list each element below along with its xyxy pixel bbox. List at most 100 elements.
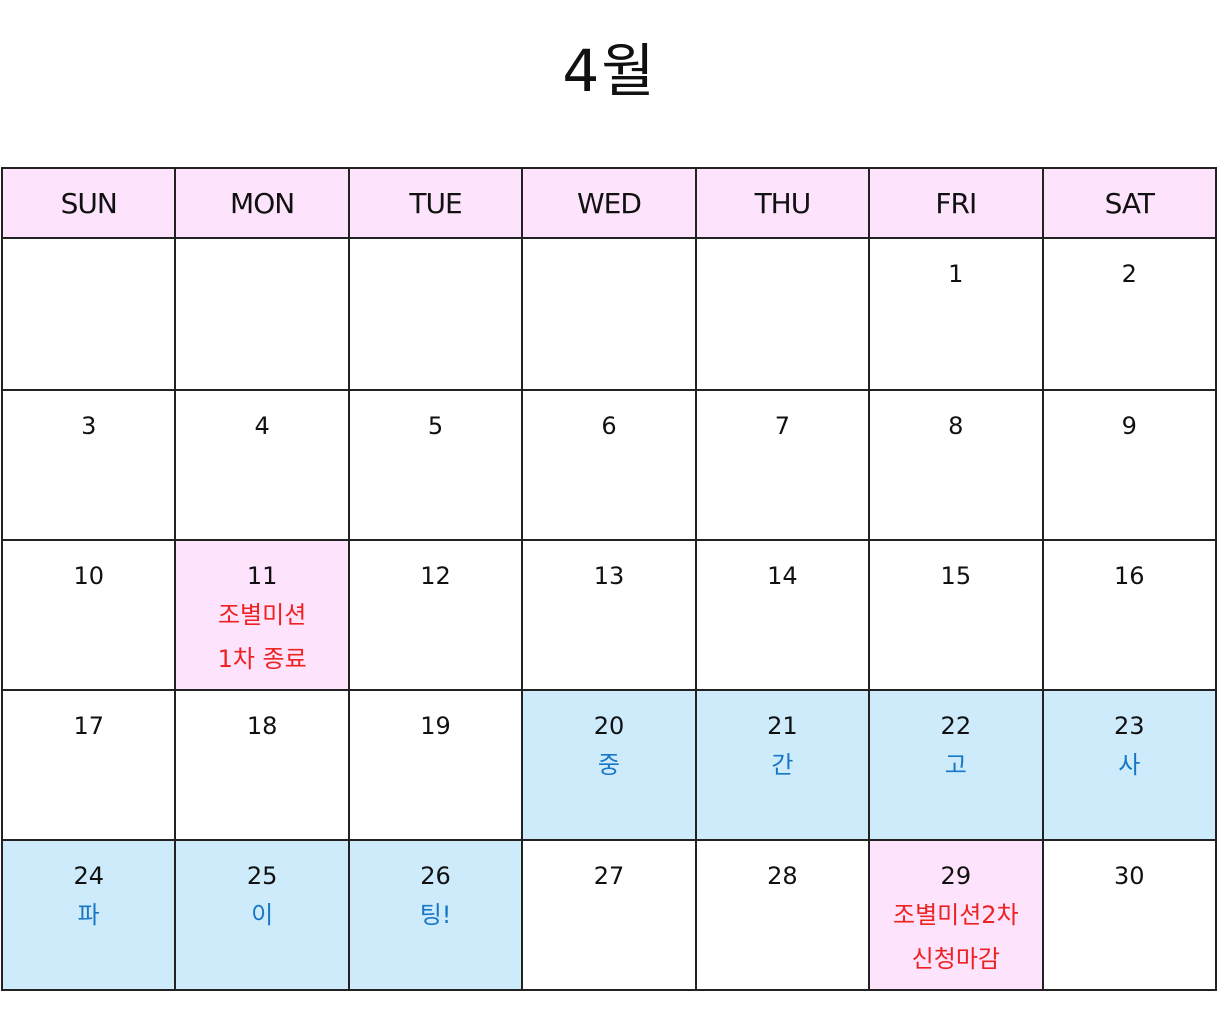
day-cell: 15: [868, 539, 1044, 691]
day-number: 27: [593, 862, 625, 890]
day-number: 6: [601, 412, 617, 440]
day-cell-event: 22 고: [868, 689, 1044, 841]
day-cell-empty: [347, 237, 524, 391]
day-cell: 17: [0, 689, 177, 841]
day-cell: 16: [1041, 539, 1218, 691]
day-cell: 4: [174, 389, 350, 541]
day-number: 23: [1113, 712, 1145, 740]
day-cell: 14: [694, 539, 871, 691]
event-note: 파: [3, 893, 174, 937]
day-number: 20: [593, 712, 625, 740]
day-cell-event: 24 파: [0, 839, 177, 991]
event-note-line: 중: [597, 751, 621, 779]
day-cell: 1: [868, 237, 1044, 391]
event-note: 조별미션 1차 종료: [176, 593, 347, 681]
day-cell-event: 20 중: [521, 689, 697, 841]
week-row: 10 11 조별미션 1차 종료 12 13 14 15 16: [0, 539, 1218, 691]
week-row: 24 파 25 이 26 팅! 27 28 29 조별미션2차 신청마감 30: [0, 839, 1218, 991]
day-number: 17: [73, 712, 104, 740]
day-cell: 30: [1041, 839, 1218, 991]
day-number: 7: [774, 412, 791, 440]
day-cell-event: 29 조별미션2차 신청마감: [868, 839, 1044, 991]
event-note: 중: [523, 743, 694, 787]
event-note-line: 조별미션: [217, 601, 307, 629]
event-note-line: 파: [77, 901, 100, 929]
day-number: 30: [1113, 862, 1145, 890]
day-number: 3: [81, 412, 97, 440]
weekday-header-row: SUN MON TUE WED THU FRI SAT: [0, 167, 1218, 239]
calendar-month-title: 4월: [562, 37, 657, 105]
day-number: 12: [420, 562, 451, 590]
day-cell-event: 23 사: [1041, 689, 1218, 841]
day-cell-empty: [174, 237, 350, 391]
day-number: 21: [767, 712, 798, 740]
day-cell-event: 21 간: [694, 689, 871, 841]
day-cell: 10: [0, 539, 177, 691]
day-cell: 8: [868, 389, 1044, 541]
day-cell-event: 11 조별미션 1차 종료: [174, 539, 350, 691]
day-cell-event: 26 팅!: [347, 839, 524, 991]
event-note: 이: [176, 893, 347, 937]
day-number: 19: [420, 712, 451, 740]
day-cell: 27: [521, 839, 697, 991]
day-cell-event: 25 이: [174, 839, 350, 991]
event-note-line: 이: [251, 901, 274, 929]
event-note-line: 간: [771, 751, 794, 779]
day-cell: 12: [347, 539, 524, 691]
weekday-header-thu: THU: [694, 167, 871, 239]
day-number: 2: [1121, 260, 1137, 288]
week-row: 1 2: [0, 237, 1218, 391]
day-number: 25: [246, 862, 278, 890]
event-note: 팅!: [350, 893, 521, 937]
weekday-header-sun: SUN: [0, 167, 177, 239]
event-note: 고: [870, 743, 1041, 787]
day-number: 26: [420, 862, 451, 890]
day-cell: 18: [174, 689, 350, 841]
day-number: 9: [1121, 412, 1137, 440]
day-number: 5: [427, 412, 444, 440]
event-note-line: 조별미션2차: [892, 901, 1019, 929]
day-number: 24: [73, 862, 104, 890]
day-number: 10: [73, 562, 104, 590]
day-cell-empty: [521, 237, 697, 391]
event-note: 간: [697, 743, 868, 787]
day-number: 18: [246, 712, 278, 740]
weekday-header-mon: MON: [174, 167, 350, 239]
day-number: 1: [948, 260, 964, 288]
day-cell: 28: [694, 839, 871, 991]
event-note: 조별미션2차 신청마감: [870, 893, 1041, 981]
day-number: 29: [940, 862, 972, 890]
day-cell: 7: [694, 389, 871, 541]
day-number: 22: [940, 712, 972, 740]
day-number: 11: [246, 562, 278, 590]
day-number: 28: [767, 862, 798, 890]
event-note-line: 1차 종료: [217, 645, 307, 673]
day-number: 15: [940, 562, 972, 590]
week-row: 3 4 5 6 7 8 9: [0, 389, 1218, 541]
day-number: 13: [593, 562, 625, 590]
event-note-line: 사: [1118, 751, 1141, 779]
day-cell: 6: [521, 389, 697, 541]
weekday-header-fri: FRI: [868, 167, 1044, 239]
weekday-header-tue: TUE: [347, 167, 524, 239]
day-number: 16: [1113, 562, 1145, 590]
event-note: 사: [1044, 743, 1215, 787]
day-cell: 19: [347, 689, 524, 841]
day-number: 14: [767, 562, 798, 590]
day-cell: 13: [521, 539, 697, 691]
week-row: 17 18 19 20 중 21 간 22 고 23 사: [0, 689, 1218, 841]
day-cell: 2: [1041, 237, 1218, 391]
day-cell-empty: [694, 237, 871, 391]
event-note-line: 팅!: [419, 901, 452, 929]
day-cell: 9: [1041, 389, 1218, 541]
event-note-line: 고: [944, 751, 967, 779]
calendar-grid: SUN MON TUE WED THU FRI SAT 1 2 3 4 5 6 …: [0, 167, 1218, 991]
day-number: 4: [254, 412, 270, 440]
day-cell: 3: [0, 389, 177, 541]
weekday-header-wed: WED: [521, 167, 697, 239]
event-note-line: 신청마감: [911, 945, 1000, 973]
day-cell: 5: [347, 389, 524, 541]
day-number: 8: [948, 412, 964, 440]
weekday-header-sat: SAT: [1041, 167, 1218, 239]
day-cell-empty: [0, 237, 177, 391]
